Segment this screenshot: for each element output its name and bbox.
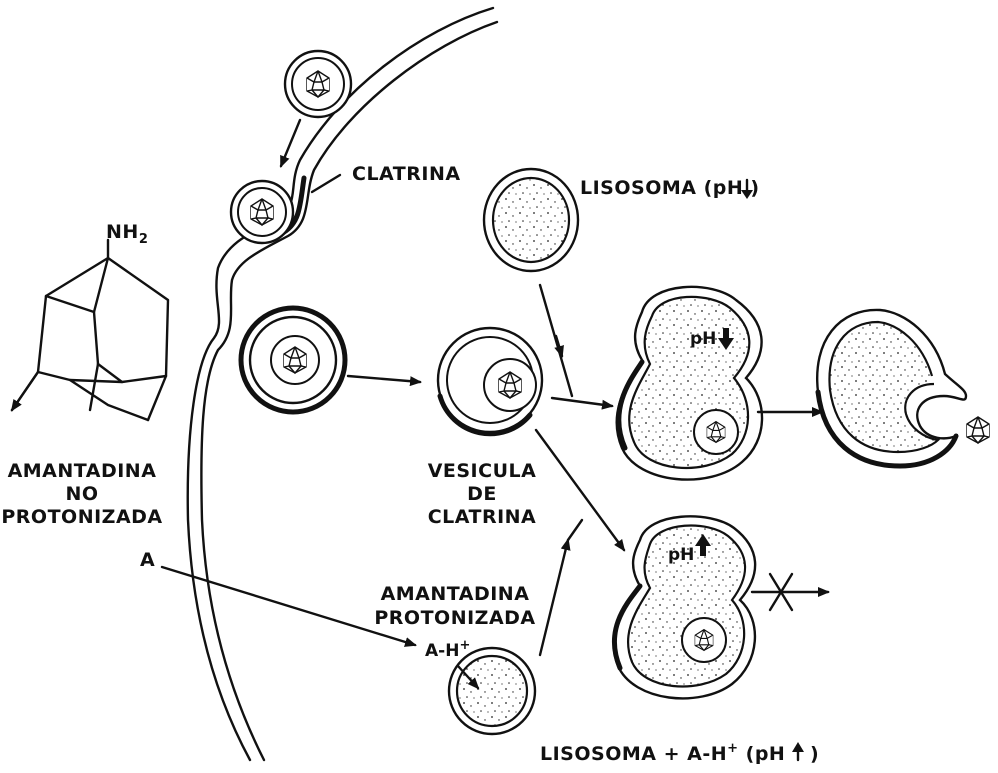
- virus-particle-outside: [285, 51, 351, 117]
- vesicula-line2: DE: [467, 483, 497, 505]
- arrow-to-endosome-high: [536, 430, 624, 550]
- arrow-lysosome-to-endosome: [540, 540, 568, 655]
- amantadine-structure: [12, 240, 168, 420]
- lisosoma-label: LISOSOMA (pH ): [580, 177, 760, 199]
- fusion-release: [817, 310, 989, 466]
- arrow-to-endosome-low: [552, 398, 612, 406]
- clatrina-label: CLATRINA: [352, 163, 461, 185]
- vesicula-line3: CLATRINA: [428, 506, 537, 528]
- amantadina-p-line2: PROTONIZADA: [374, 607, 535, 629]
- lisosoma-bottom-label: LISOSOMA + A-H+ (pH: [540, 741, 785, 765]
- amantadina-np-line3: PROTONIZADA: [1, 506, 162, 528]
- arrow-amantadine-entry: [162, 567, 415, 645]
- amantadina-np-line2: NO: [65, 483, 98, 505]
- amantadina-p-line1: AMANTADINA: [381, 583, 530, 605]
- ph-high-label: pH: [668, 545, 694, 565]
- ph-low-label: pH: [690, 329, 716, 349]
- nh2-label: NH2: [106, 221, 148, 247]
- virus-in-coated-pit: [231, 181, 293, 243]
- blocked-arrow: [752, 574, 828, 610]
- clathrin-vesicle: [438, 328, 542, 434]
- ph-up-arrow-icon: [792, 742, 804, 760]
- lysosome-top: [484, 169, 578, 271]
- vesicula-line1: VESICULA: [428, 460, 537, 482]
- amantadina-np-line1: AMANTADINA: [8, 460, 157, 482]
- arrow-lysosome-fusion: [540, 285, 572, 396]
- endosome-low-ph: [617, 287, 762, 480]
- clatrina-pointer: [312, 175, 340, 192]
- svg-text:): ): [810, 743, 819, 765]
- lysosome-bottom: [449, 648, 535, 734]
- endosome-high-ph: [614, 516, 756, 698]
- internalizing-vesicle: [241, 308, 345, 412]
- a-label: A: [140, 549, 155, 571]
- arrow-virus-binding: [281, 120, 300, 166]
- arrow-to-clathrin-vesicle: [348, 376, 420, 382]
